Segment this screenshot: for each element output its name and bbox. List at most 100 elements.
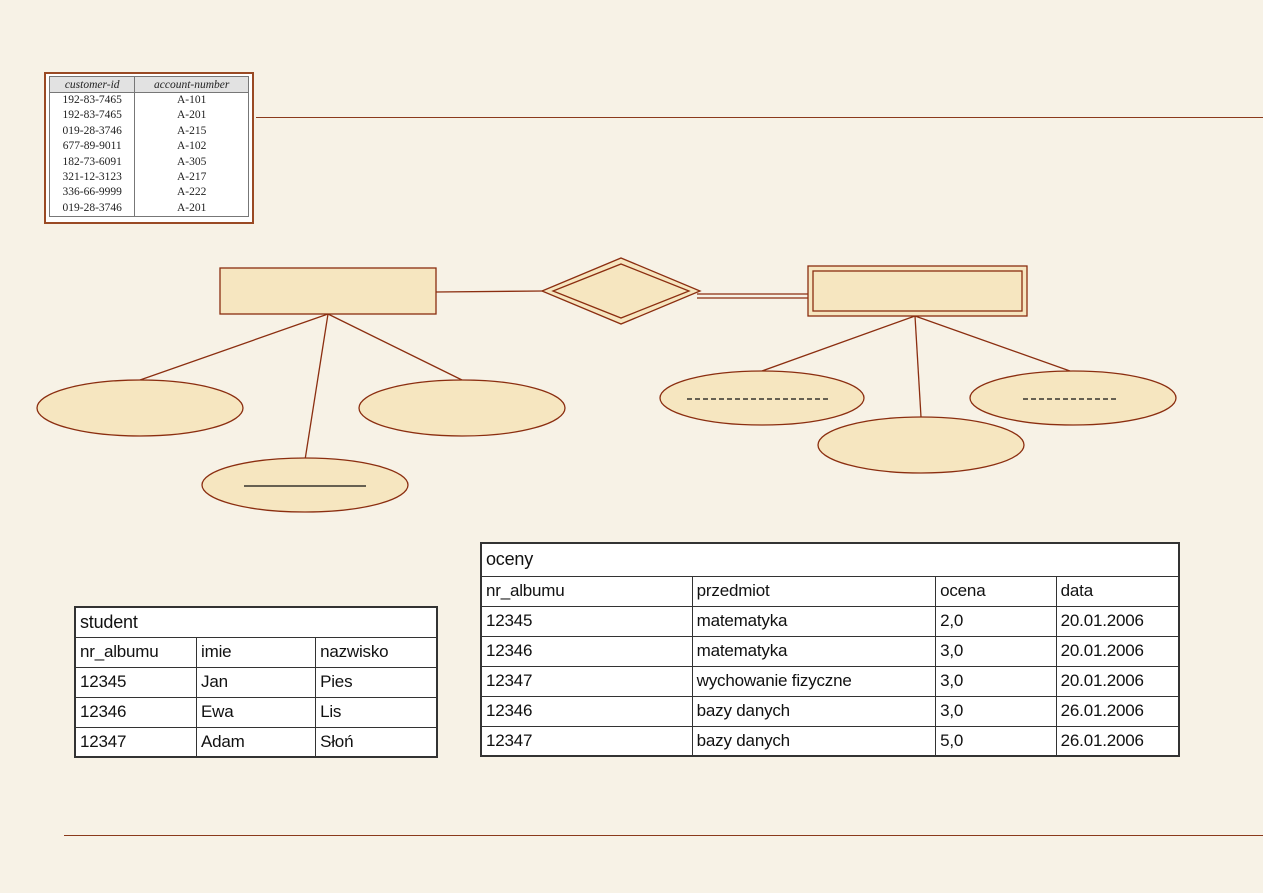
cell: 321-12-3123 (48, 170, 136, 186)
cell: wychowanie fizyczne (691, 665, 937, 697)
table-caption-row: oceny (480, 542, 1180, 577)
connector-line (327, 313, 463, 381)
cell: A-102 (134, 139, 249, 155)
cell: 12347 (480, 725, 693, 757)
table-row: 12347 bazy danych 5,0 26.01.2006 (480, 725, 1180, 757)
cell: A-222 (134, 185, 249, 201)
cell: bazy danych (691, 695, 937, 727)
table-row: 12345 matematyka 2,0 20.01.2006 (480, 605, 1180, 637)
top-divider-line (256, 117, 1263, 118)
column-header: nazwisko (315, 636, 438, 668)
cell: 2,0 (935, 605, 1057, 637)
partial-key-attribute-ellipse (969, 370, 1177, 426)
table-header-row: customer-id account-number (48, 76, 249, 93)
connector-line (914, 315, 922, 418)
student-table: student nr_albumu imie nazwisko 12345 Ja… (74, 606, 438, 758)
bottom-divider-line (64, 835, 1263, 836)
cell: Ewa (196, 696, 317, 728)
cell: 677-89-9011 (48, 139, 136, 155)
cell: A-305 (134, 154, 249, 171)
cell: 3,0 (935, 635, 1057, 667)
column-header: imie (196, 636, 317, 668)
cell: Adam (196, 726, 317, 758)
table-row: 12346 bazy danych 3,0 26.01.2006 (480, 695, 1180, 727)
cell: 12346 (74, 696, 198, 728)
cell: 12347 (74, 726, 198, 758)
weak-entity-inner-box (812, 270, 1023, 312)
cell: 12345 (480, 605, 693, 637)
table-row: 12346 matematyka 3,0 20.01.2006 (480, 635, 1180, 667)
cell: 5,0 (935, 725, 1057, 757)
cell: 20.01.2006 (1055, 635, 1180, 667)
strong-entity-box (219, 267, 437, 315)
oceny-table: oceny nr_albumu przedmiot ocena data 123… (480, 542, 1180, 757)
cell: 3,0 (935, 695, 1057, 727)
table-header-row: nr_albumu imie nazwisko (74, 636, 438, 668)
column-header: nr_albumu (74, 636, 198, 668)
cell: Pies (315, 666, 438, 698)
cell: Jan (196, 666, 317, 698)
cell: 12346 (480, 635, 693, 667)
cell: 12347 (480, 665, 693, 697)
cell: Słoń (315, 726, 438, 758)
attribute-ellipse (36, 379, 244, 437)
cell: 192-83-7465 (48, 92, 136, 109)
cell: 12345 (74, 666, 198, 698)
identifying-relationship-diamond (540, 257, 702, 325)
column-header: customer-id (48, 76, 136, 93)
attribute-ellipse (358, 379, 566, 437)
cell: A-101 (134, 92, 249, 109)
cell: bazy danych (691, 725, 937, 757)
key-attribute-ellipse (201, 457, 409, 513)
cell: 182-73-6091 (48, 154, 136, 171)
cell: A-215 (134, 123, 249, 140)
cell: 26.01.2006 (1055, 695, 1180, 727)
cell: 336-66-9999 (48, 185, 136, 201)
table-row: 12345 Jan Pies (74, 666, 438, 698)
identifying-relationship-inner-diamond (551, 263, 691, 319)
cell: 12346 (480, 695, 693, 727)
table-row: 12346 Ewa Lis (74, 696, 438, 728)
weak-entity-box (807, 265, 1028, 317)
table-header-row: nr_albumu przedmiot ocena data (480, 575, 1180, 607)
table-row: 12347 Adam Słoń (74, 726, 438, 758)
cell: matematyka (691, 635, 937, 667)
cell: Lis (315, 696, 438, 728)
column-header: przedmiot (691, 575, 937, 607)
cell: A-201 (134, 108, 249, 124)
cell: A-217 (134, 170, 249, 186)
cell: A-201 (134, 200, 249, 218)
connector-line (304, 313, 329, 461)
table-caption-row: student (74, 606, 438, 638)
column-header: nr_albumu (480, 575, 693, 607)
cell: 20.01.2006 (1055, 605, 1180, 637)
column-header: data (1055, 575, 1180, 607)
cell: matematyka (691, 605, 937, 637)
partial-key-attribute-ellipse (659, 370, 865, 426)
table-caption: oceny (480, 542, 1180, 577)
cell: 26.01.2006 (1055, 725, 1180, 757)
connector-line (139, 313, 329, 381)
cell: 019-28-3746 (48, 200, 136, 218)
cell: 3,0 (935, 665, 1057, 697)
cell: 192-83-7465 (48, 108, 136, 124)
column-header: ocena (935, 575, 1057, 607)
connector-line (914, 315, 1071, 372)
cell: 019-28-3746 (48, 123, 136, 140)
connector-line (435, 290, 544, 293)
table-caption: student (74, 606, 438, 638)
connector-line (761, 315, 916, 372)
column-header: account-number (134, 76, 249, 93)
cell: 20.01.2006 (1055, 665, 1180, 697)
table-row: 12347 wychowanie fizyczne 3,0 20.01.2006 (480, 665, 1180, 697)
